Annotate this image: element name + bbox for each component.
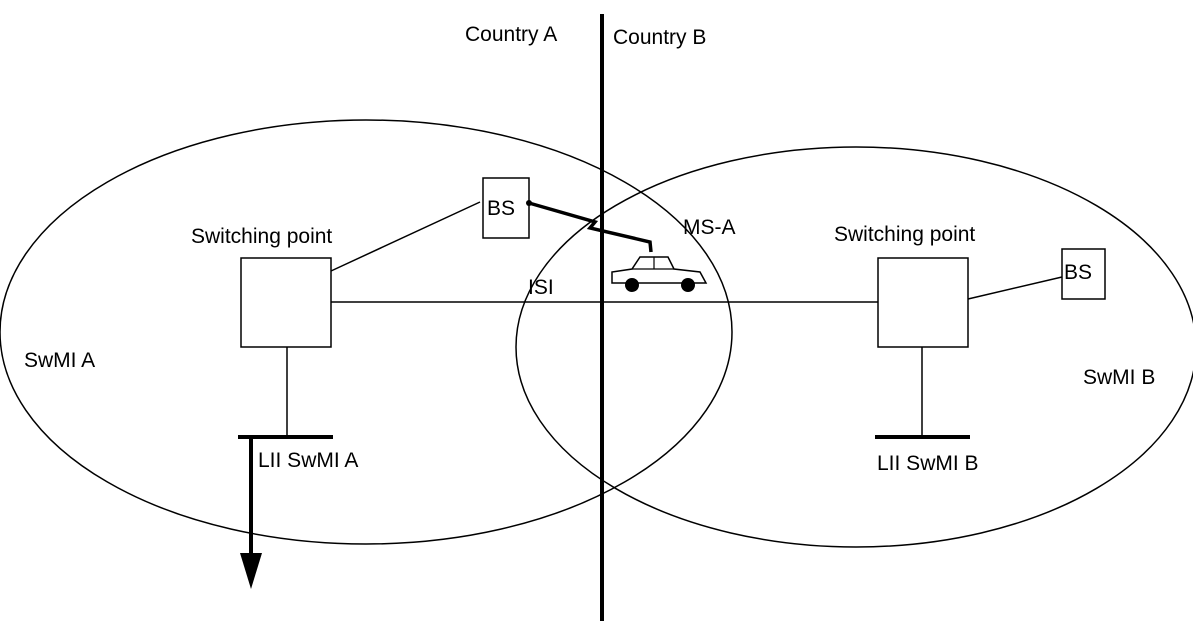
swmi-b-coverage-ellipse (515, 146, 1193, 548)
swmi-b-label: SwMI B (1083, 366, 1155, 389)
swmi-a-coverage-ellipse (0, 119, 733, 545)
bs-b-label: BS (1064, 261, 1092, 284)
bs-a-label: BS (487, 197, 515, 220)
swmi-a-label: SwMI A (24, 349, 95, 372)
bs-b-box (1061, 248, 1106, 300)
bs-antenna-dot (526, 200, 532, 206)
ms-a-label: MS-A (683, 216, 736, 239)
country-b-label: Country B (613, 26, 706, 49)
bs-b-link-line (967, 276, 1063, 300)
radio-link-zigzag (528, 201, 653, 253)
switching-point-b-box (877, 257, 969, 348)
switching-point-a-label: Switching point (191, 225, 332, 248)
country-a-label: Country A (465, 23, 557, 46)
switching-point-a-box (240, 257, 332, 348)
isi-label: ISI (528, 276, 554, 299)
car-icon (611, 256, 708, 292)
lii-swmi-a-label: LII SwMI A (258, 449, 358, 472)
lii-a-arrow-head (240, 553, 262, 589)
switching-point-b-label: Switching point (834, 223, 975, 246)
lii-swmi-b-label: LII SwMI B (877, 452, 979, 475)
bs-a-link-line (330, 201, 481, 272)
bs-a-box (482, 177, 530, 239)
